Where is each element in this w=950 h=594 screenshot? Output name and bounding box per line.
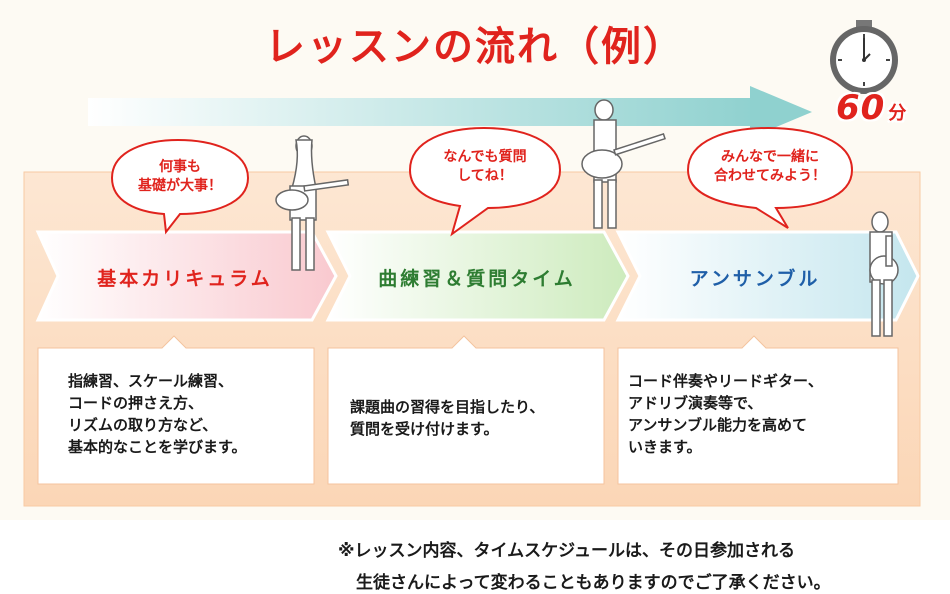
- time-arrow: [88, 86, 812, 138]
- step-chevron-3: [615, 230, 920, 322]
- step-label-3: アンサンブル: [689, 268, 821, 290]
- guitarist-figure-3: [869, 211, 899, 337]
- speech-bubble-2: [408, 126, 562, 237]
- desc-box-3: [617, 335, 899, 485]
- page-title: レッスンの流れ（例）: [265, 24, 685, 70]
- bubble-text-3: みんなで一緒に 合わせてみよう！: [714, 149, 826, 184]
- step-chevron-2: [325, 230, 630, 322]
- step-label-2: 曲練習＆質問タイム: [378, 268, 576, 290]
- guitarist-figure-1: [275, 135, 350, 271]
- desc-box-1: [37, 335, 315, 485]
- step-description-1: 指練習、スケール練習、 コードの押さえ方、 リズムの取り方など、 基本的なことを…: [68, 372, 247, 456]
- step-description-3: コード伴奏やリードギター、 アドリブ演奏等で、 アンサンブル能力を高めて いきま…: [628, 372, 823, 456]
- guitarist-figure-2: [581, 99, 666, 229]
- duration-unit: 分: [888, 103, 907, 124]
- speech-bubble-1: [110, 138, 250, 235]
- footnote-line-1: ※レッスン内容、タイムスケジュールは、その日参加される: [338, 541, 795, 561]
- bubble-text-2: なんでも質問 してね！: [443, 149, 527, 184]
- stopwatch-icon: [830, 20, 898, 94]
- step-description-2: 課題曲の習得を目指したり、 質問を受け付けます。: [350, 398, 545, 438]
- speech-bubble-3: [686, 126, 854, 229]
- desc-box-2: [327, 335, 605, 485]
- bubble-text-1: 何事も 基礎が大事！: [138, 159, 222, 194]
- footnote-line-2: 生徒さんによって変わることもありますのでご了承ください。: [356, 573, 831, 593]
- step-label-1: 基本カリキュラム: [97, 268, 273, 290]
- duration-value: 60: [836, 88, 886, 128]
